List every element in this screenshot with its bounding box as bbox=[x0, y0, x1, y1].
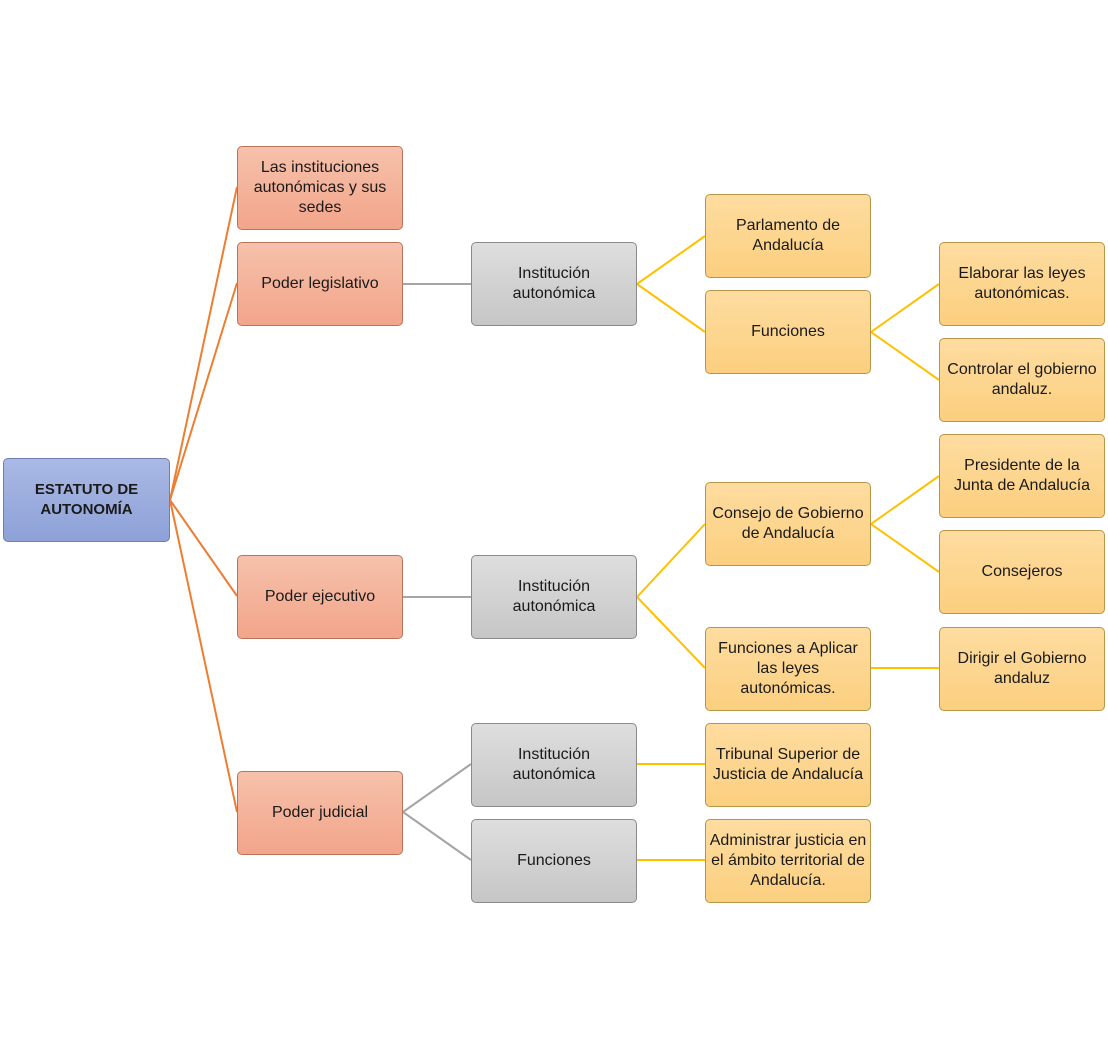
node-label: Poder judicial bbox=[271, 804, 369, 821]
node-poder-ejecutivo[interactable]: Poder ejecutivo bbox=[237, 555, 403, 639]
connector-judicial-funciones bbox=[402, 811, 472, 861]
node-label: Poder ejecutivo bbox=[264, 588, 376, 605]
connector-root-legislativo bbox=[169, 282, 238, 501]
node-label: Funciones bbox=[517, 852, 591, 869]
node-label: Institución autonómica bbox=[512, 746, 596, 783]
node-ejecutivo-institucion[interactable]: Institución autonómica bbox=[471, 555, 637, 639]
connector-consejo-consejeros bbox=[870, 523, 940, 573]
node-consejeros[interactable]: Consejeros bbox=[939, 530, 1105, 614]
node-label: Dirigir el Gobierno andaluz bbox=[957, 650, 1087, 687]
node-presidente-junta[interactable]: Presidente de la Junta de Andalucía bbox=[939, 434, 1105, 518]
node-label: Presidente de la Junta de Andalucía bbox=[953, 457, 1091, 494]
node-label: Parlamento de Andalucía bbox=[735, 217, 841, 254]
connector-root-instituciones bbox=[169, 186, 238, 501]
connector-root-judicial bbox=[169, 499, 238, 813]
node-label: Las instituciones autonómicas y sus sede… bbox=[253, 159, 387, 216]
node-tribunal-superior[interactable]: Tribunal Superior de Justicia de Andaluc… bbox=[705, 723, 871, 807]
connector-ejeinst-consejo bbox=[636, 523, 706, 598]
connector-leginst-parlamento bbox=[636, 235, 706, 285]
connector-funciones-controlar bbox=[870, 331, 940, 381]
node-judicial-institucion[interactable]: Institución autonómica bbox=[471, 723, 637, 807]
node-parlamento-andalucia[interactable]: Parlamento de Andalucía bbox=[705, 194, 871, 278]
node-label: Institución autonómica bbox=[512, 265, 596, 302]
node-label: Administrar justicia en el ámbito territ… bbox=[709, 832, 867, 889]
node-dirigir-gobierno[interactable]: Dirigir el Gobierno andaluz bbox=[939, 627, 1105, 711]
node-judicial-funciones[interactable]: Funciones bbox=[471, 819, 637, 903]
node-label: Poder legislativo bbox=[261, 275, 379, 292]
connector-consejo-presidente bbox=[870, 475, 940, 525]
node-poder-legislativo[interactable]: Poder legislativo bbox=[237, 242, 403, 326]
node-label: ESTATUTO DE AUTONOMÍA bbox=[34, 481, 139, 518]
node-controlar-gobierno[interactable]: Controlar el gobierno andaluz. bbox=[939, 338, 1105, 422]
connector-funciones-elaborar bbox=[870, 283, 940, 333]
node-legislativo-funciones[interactable]: Funciones bbox=[705, 290, 871, 374]
node-elaborar-leyes[interactable]: Elaborar las leyes autonómicas. bbox=[939, 242, 1105, 326]
connector-leginst-funciones bbox=[636, 283, 706, 333]
node-label: Funciones a Aplicar las leyes autonómica… bbox=[718, 640, 858, 697]
node-estatuto-autonomia[interactable]: ESTATUTO DE AUTONOMÍA bbox=[3, 458, 170, 542]
node-funciones-aplicar[interactable]: Funciones a Aplicar las leyes autonómica… bbox=[705, 627, 871, 711]
node-label: Tribunal Superior de Justicia de Andaluc… bbox=[712, 746, 864, 783]
node-legislativo-institucion[interactable]: Institución autonómica bbox=[471, 242, 637, 326]
connector-ejeinst-aplicar bbox=[636, 596, 706, 669]
node-label: Funciones bbox=[751, 323, 825, 340]
node-consejo-gobierno[interactable]: Consejo de Gobierno de Andalucía bbox=[705, 482, 871, 566]
node-label: Consejeros bbox=[981, 563, 1063, 580]
node-administrar-justicia[interactable]: Administrar justicia en el ámbito territ… bbox=[705, 819, 871, 903]
node-poder-judicial[interactable]: Poder judicial bbox=[237, 771, 403, 855]
node-instituciones-sedes[interactable]: Las instituciones autonómicas y sus sede… bbox=[237, 146, 403, 230]
node-label: Elaborar las leyes autonómicas. bbox=[958, 265, 1086, 302]
connector-judicial-institucion bbox=[402, 763, 472, 813]
node-label: Consejo de Gobierno de Andalucía bbox=[712, 505, 864, 542]
node-label: Controlar el gobierno andaluz. bbox=[947, 361, 1097, 398]
connector-root-ejecutivo bbox=[169, 499, 238, 597]
node-label: Institución autonómica bbox=[512, 578, 596, 615]
